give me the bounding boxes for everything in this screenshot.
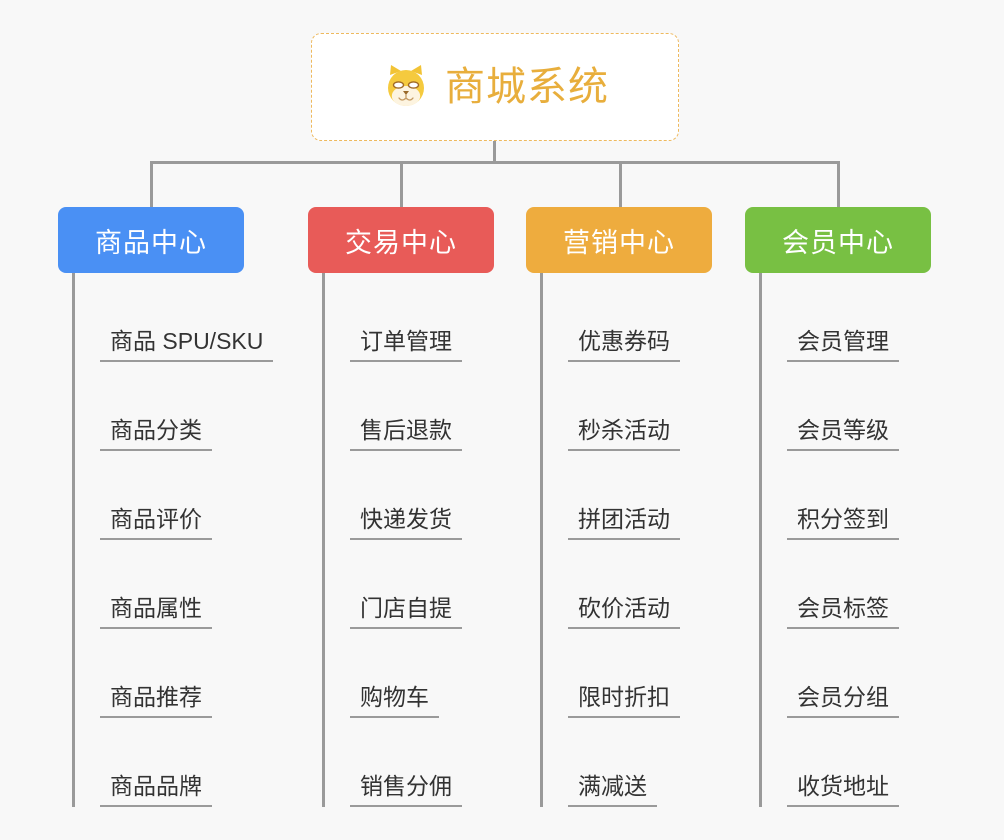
leaf-label: 商品 SPU/SKU [100,328,274,362]
leaf-label: 快递发货 [350,506,462,540]
branch-header-1[interactable]: 商品中心 [58,207,244,273]
leaf-item[interactable]: 优惠券码 [540,273,680,362]
branch-header-label-1: 商品中心 [95,227,207,258]
branch-column-1: 商品中心 商品 SPU/SKU 商品分类 商品评价 商品属性 商品推荐 商品品牌 [58,207,274,807]
leaf-list-4: 会员管理 会员等级 积分签到 会员标签 会员分组 收货地址 [759,273,899,807]
leaf-label: 会员等级 [787,417,899,451]
connector-branch-drop-1 [150,161,153,207]
leaf-label: 商品推荐 [100,684,212,718]
leaf-label: 销售分佣 [350,773,462,807]
leaf-item[interactable]: 商品推荐 [72,629,273,718]
leaf-item[interactable]: 拼团活动 [540,451,680,540]
leaf-list-1: 商品 SPU/SKU 商品分类 商品评价 商品属性 商品推荐 商品品牌 [72,273,274,807]
leaf-item[interactable]: 砍价活动 [540,540,680,629]
branch-column-4: 会员中心 会员管理 会员等级 积分签到 会员标签 会员分组 收货地址 [745,207,931,807]
branch-column-2: 交易中心 订单管理 售后退款 快递发货 门店自提 购物车 销售分佣 [308,207,494,807]
leaf-item[interactable]: 订单管理 [322,273,462,362]
leaf-label: 拼团活动 [568,506,680,540]
leaf-item[interactable]: 满减送 [540,718,680,807]
leaf-item[interactable]: 商品 SPU/SKU [72,273,274,362]
leaf-label: 商品分类 [100,417,212,451]
connector-root-drop [493,141,496,163]
leaf-item[interactable]: 门店自提 [322,540,462,629]
leaf-item[interactable]: 商品品牌 [72,718,273,807]
leaf-item[interactable]: 秒杀活动 [540,362,680,451]
leaf-label: 售后退款 [350,417,462,451]
leaf-label: 订单管理 [350,328,462,362]
leaf-item[interactable]: 会员标签 [759,540,899,629]
leaf-item[interactable]: 限时折扣 [540,629,680,718]
leaf-item[interactable]: 售后退款 [322,362,462,451]
leaf-label: 商品评价 [100,506,212,540]
branch-header-label-3: 营销中心 [563,227,675,258]
connector-branch-drop-2 [400,161,403,207]
dog-face-icon [381,62,431,112]
branch-header-4[interactable]: 会员中心 [745,207,931,273]
leaf-item[interactable]: 购物车 [322,629,462,718]
branch-header-2[interactable]: 交易中心 [308,207,494,273]
leaf-item[interactable]: 商品分类 [72,362,273,451]
leaf-label: 秒杀活动 [568,417,680,451]
branch-header-label-4: 会员中心 [782,227,894,258]
branch-trunk-1 [72,273,75,807]
branch-trunk-4 [759,273,762,807]
connector-horizontal-bus [150,161,840,164]
leaf-label: 限时折扣 [568,684,680,718]
leaf-item[interactable]: 销售分佣 [322,718,462,807]
leaf-item[interactable]: 会员管理 [759,273,899,362]
connector-branch-drop-3 [619,161,622,207]
branch-header-label-2: 交易中心 [345,227,457,258]
leaf-item[interactable]: 商品评价 [72,451,273,540]
leaf-label: 会员管理 [787,328,899,362]
branch-trunk-2 [322,273,325,807]
branch-header-3[interactable]: 营销中心 [526,207,712,273]
leaf-label: 会员标签 [787,595,899,629]
leaf-item[interactable]: 商品属性 [72,540,273,629]
leaf-label: 商品属性 [100,595,212,629]
leaf-label: 收货地址 [787,773,899,807]
leaf-item[interactable]: 快递发货 [322,451,462,540]
leaf-item[interactable]: 积分签到 [759,451,899,540]
leaf-label: 积分签到 [787,506,899,540]
leaf-label: 门店自提 [350,595,462,629]
leaf-list-2: 订单管理 售后退款 快递发货 门店自提 购物车 销售分佣 [322,273,462,807]
leaf-list-3: 优惠券码 秒杀活动 拼团活动 砍价活动 限时折扣 满减送 [540,273,680,807]
branch-trunk-3 [540,273,543,807]
connector-branch-drop-4 [837,161,840,207]
leaf-label: 砍价活动 [568,595,680,629]
leaf-label: 购物车 [350,684,439,718]
leaf-item[interactable]: 会员分组 [759,629,899,718]
root-title: 商城系统 [445,65,609,109]
root-node[interactable]: 商城系统 [311,33,679,141]
leaf-item[interactable]: 收货地址 [759,718,899,807]
leaf-item[interactable]: 会员等级 [759,362,899,451]
leaf-label: 会员分组 [787,684,899,718]
leaf-label: 满减送 [568,773,657,807]
leaf-label: 商品品牌 [100,773,212,807]
leaf-label: 优惠券码 [568,328,680,362]
branch-column-3: 营销中心 优惠券码 秒杀活动 拼团活动 砍价活动 限时折扣 满减送 [526,207,712,807]
